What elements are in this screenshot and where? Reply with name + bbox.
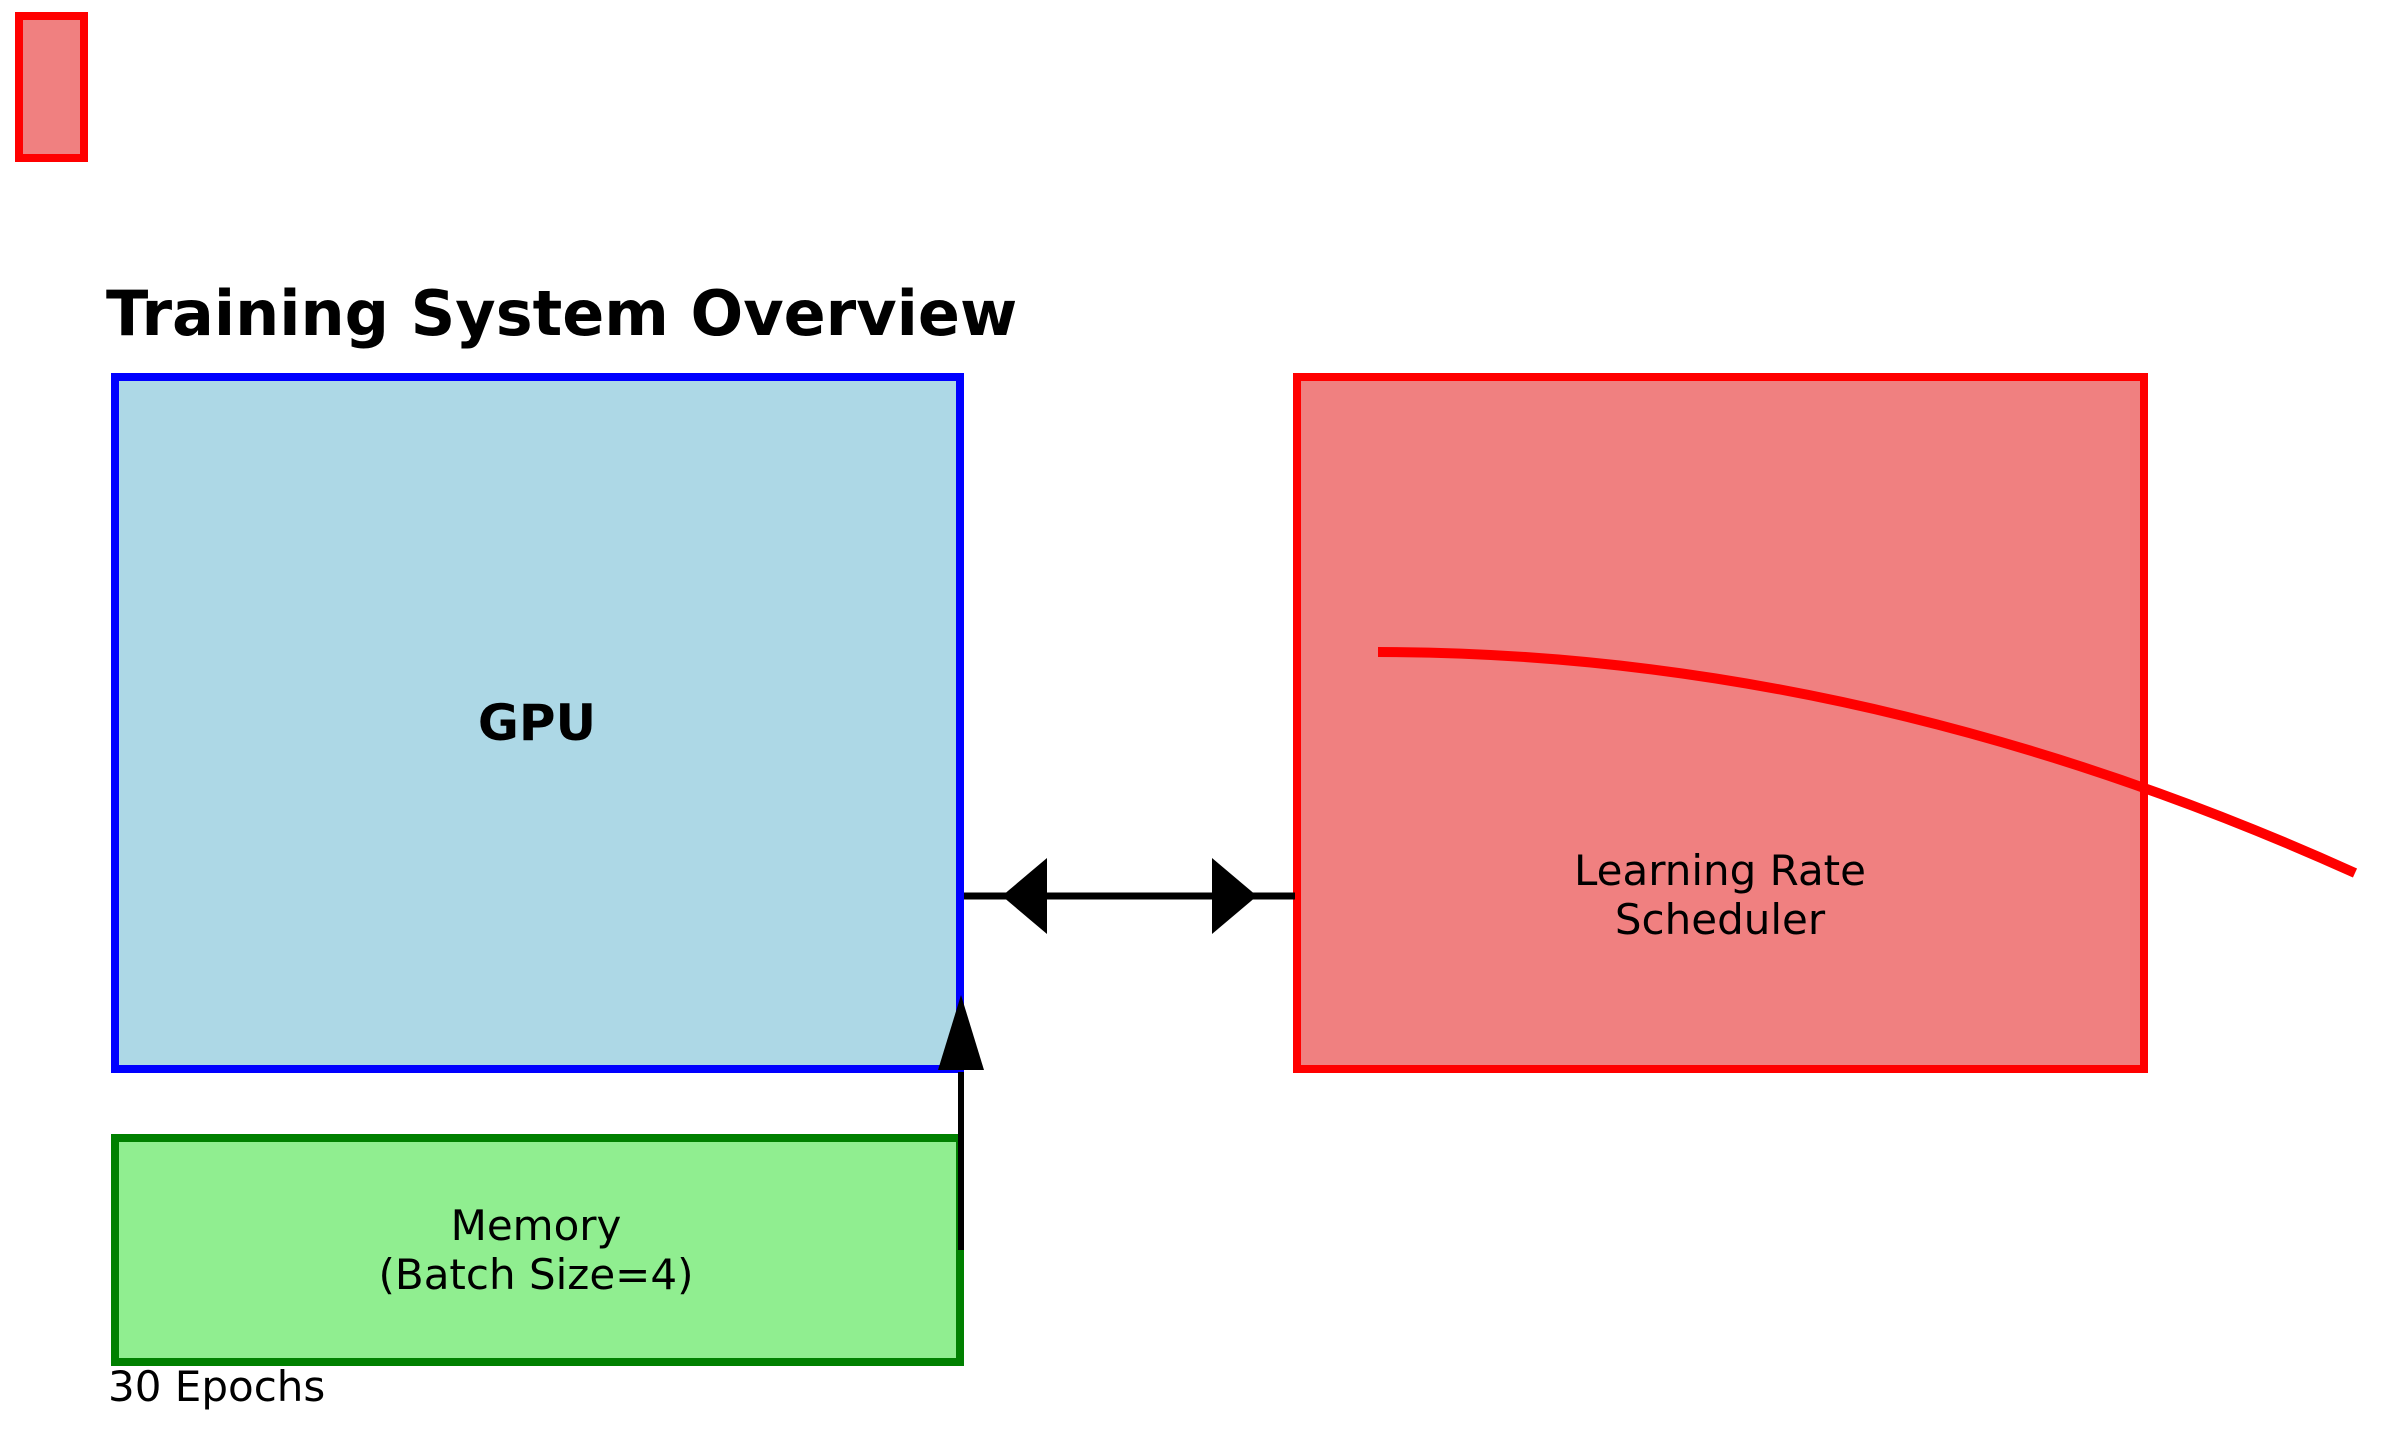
diagram-title: Training System Overview (106, 277, 1017, 350)
memory-label-line2: (Batch Size=4) (379, 1250, 694, 1299)
scheduler-label-line2: Scheduler (1615, 895, 1826, 944)
gpu-box (111, 373, 964, 1073)
memory-box (111, 1134, 964, 1366)
lr-decay-curve (1377, 647, 2358, 878)
gpu-label: GPU (478, 694, 596, 752)
epochs-footnote: 30 Epochs (108, 1362, 325, 1411)
memory-label-line1: Memory (451, 1201, 622, 1250)
up-arrow (938, 995, 984, 1250)
arrowhead-left-icon (1002, 858, 1047, 934)
arrowhead-right-icon (1212, 858, 1257, 934)
scheduler-box (1293, 373, 2148, 1073)
arrowhead-up-icon (938, 995, 984, 1070)
bidirectional-arrow (964, 858, 1295, 934)
corner-red-rectangle (15, 12, 88, 162)
scheduler-label-line1: Learning Rate (1574, 846, 1866, 895)
